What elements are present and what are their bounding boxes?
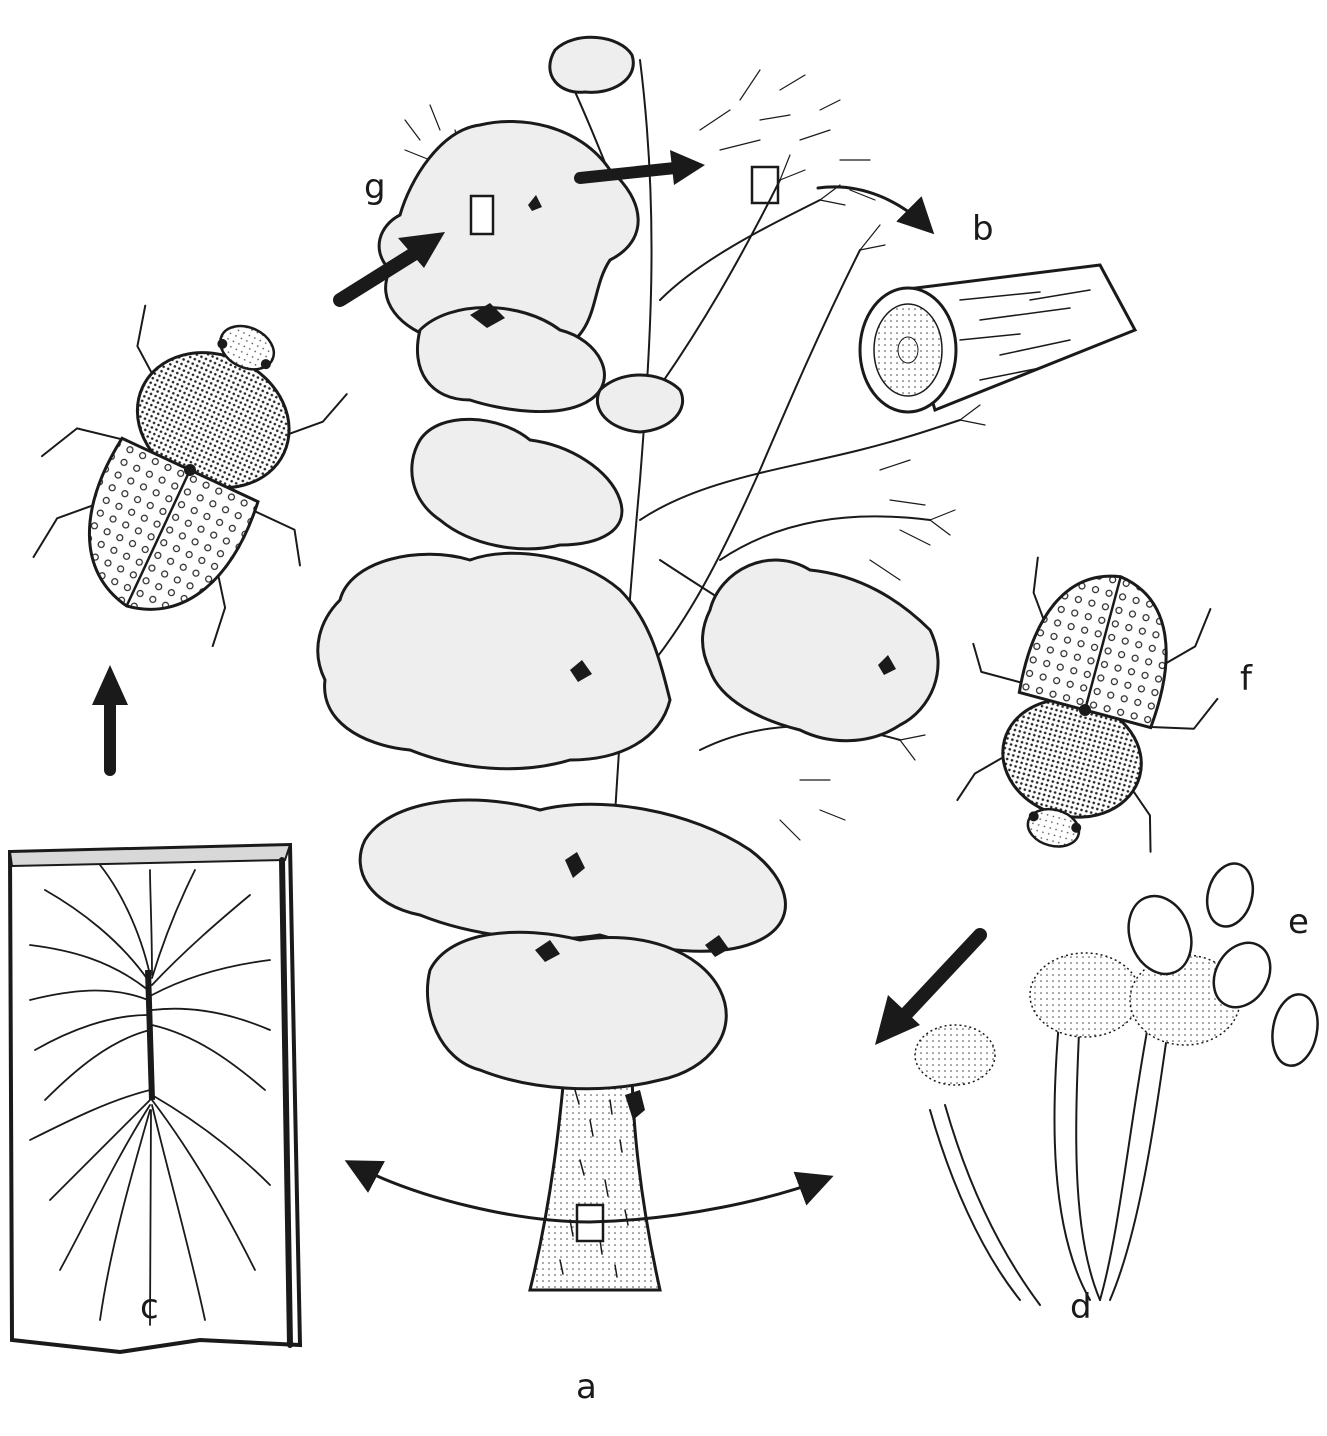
- spore: [1267, 991, 1323, 1070]
- foliage-clumps: [318, 37, 938, 1088]
- spores-illustration: [1118, 858, 1323, 1069]
- beetle-left-illustration: [0, 270, 382, 665]
- panel-label-c: c: [140, 1290, 159, 1324]
- panel-label-a: a: [576, 1370, 597, 1404]
- tree-illustration: [318, 37, 985, 1290]
- bark-gallery-illustration: [10, 845, 300, 1352]
- panel-label-f: f: [1240, 662, 1252, 696]
- panel-label-g: g: [364, 170, 386, 204]
- panel-label-b: b: [972, 212, 994, 246]
- spore: [1200, 858, 1259, 931]
- arrow-beetle-to-fungus: [905, 935, 980, 1015]
- fungus-stalks-illustration: [915, 953, 1240, 1305]
- branch-segment-illustration: [860, 265, 1135, 412]
- crown-site-marker: [471, 196, 493, 234]
- panel-label-e: e: [1288, 905, 1309, 939]
- panel-label-d: d: [1070, 1290, 1092, 1324]
- beetle-right-illustration: [928, 544, 1241, 877]
- branch-site-marker: [752, 167, 778, 203]
- arrow-branch-to-segment: [818, 187, 930, 230]
